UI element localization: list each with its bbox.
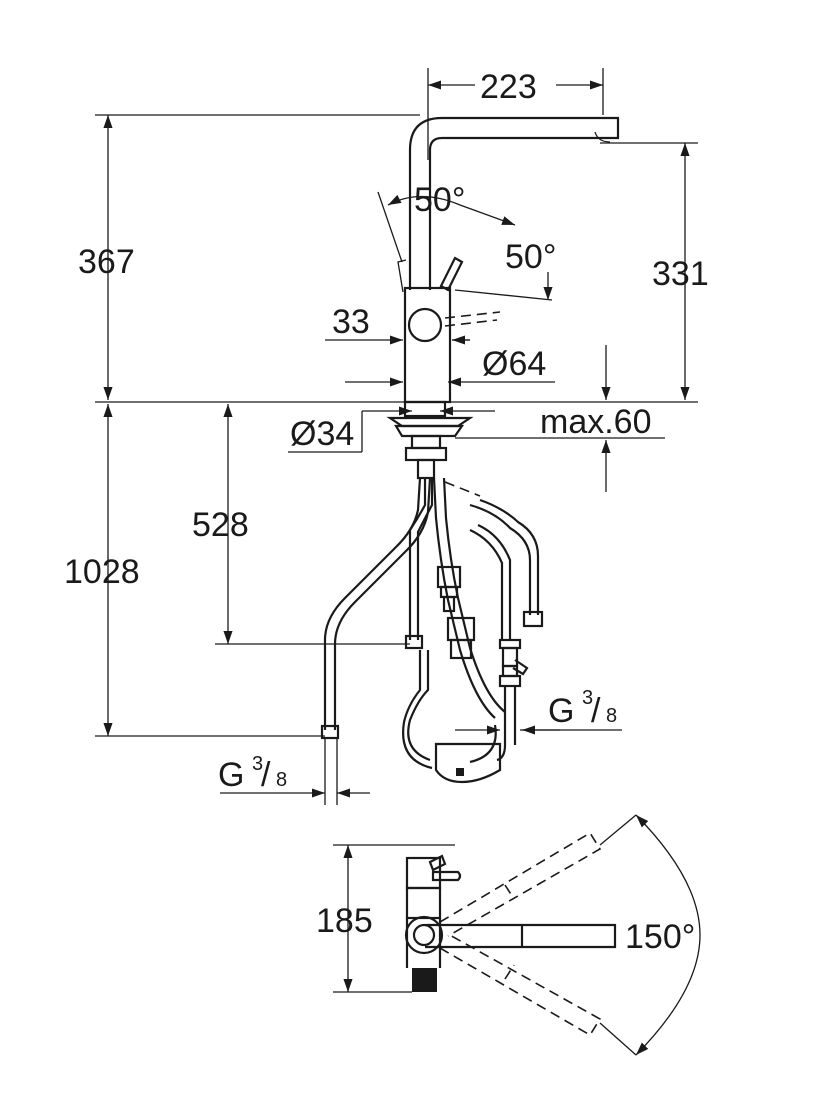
label-deck-thickness: max.60 — [540, 403, 652, 441]
slash-right: / — [591, 692, 601, 730]
base-fixing — [386, 400, 474, 480]
faucet-top-view — [404, 831, 617, 1037]
label-hose-length: 528 — [192, 506, 249, 544]
label-total-height: 367 — [78, 243, 135, 281]
dim-spout-reach: 223 — [427, 68, 604, 160]
label-rotation-angle: 150° — [625, 918, 695, 956]
lever — [439, 256, 464, 292]
dim-connection-right: G 3 / 8 — [455, 687, 622, 735]
dim-lever-angle: 50° 50° — [377, 181, 556, 301]
dim-base-diameter: Ø64 — [345, 345, 555, 387]
label-connection-right-main: G — [548, 692, 574, 730]
dim-hose-length: 528 — [192, 404, 410, 645]
dim-spout-height: 331 — [600, 142, 709, 400]
label-connection-right-den: 8 — [606, 705, 617, 727]
hoses — [320, 477, 544, 784]
dim-deck-thickness: max.60 — [455, 345, 665, 492]
dim-hole-diameter: Ø34 — [288, 406, 495, 453]
label-connection-left-main: G — [218, 756, 244, 794]
hose-weight — [434, 742, 502, 784]
label-top-depth: 185 — [316, 902, 373, 940]
label-swivel-angle-left: 50° — [414, 181, 465, 219]
dim-total-height: 367 — [78, 114, 420, 400]
dim-connection-left: G 3 / 8 — [218, 738, 370, 805]
dim-rotation-angle: 150° — [599, 814, 701, 1056]
dim-lever-width: 33 — [325, 303, 470, 345]
label-swivel-angle-right: 50° — [505, 238, 556, 276]
faucet-body — [403, 286, 452, 404]
label-overall-length: 1028 — [64, 553, 140, 591]
label-connection-left-den: 8 — [276, 769, 287, 791]
lever-circle — [407, 307, 443, 343]
label-connection-right-num: 3 — [582, 687, 593, 709]
dim-top-depth: 185 — [316, 844, 455, 993]
label-lever-width: 33 — [332, 303, 370, 341]
label-connection-left-num: 3 — [252, 753, 263, 775]
label-spout-reach: 223 — [480, 68, 537, 106]
label-spout-height: 331 — [652, 255, 709, 293]
slash-left: / — [261, 756, 271, 794]
dim-overall-length: 1028 — [64, 404, 325, 737]
label-hole-diameter: Ø34 — [290, 415, 354, 453]
label-base-diameter: Ø64 — [482, 345, 546, 383]
